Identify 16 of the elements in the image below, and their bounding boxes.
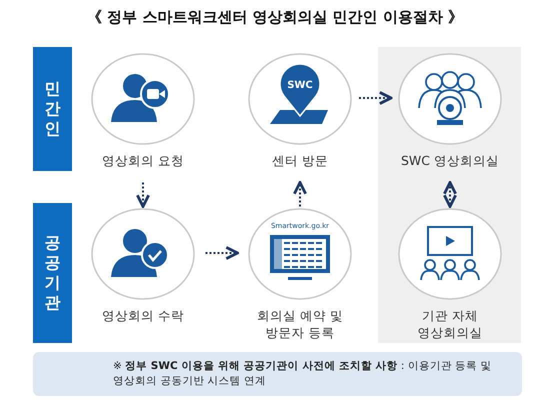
- node-caption: SWC 영상회의실: [400, 153, 500, 170]
- lane-label: 민간인: [33, 47, 72, 171]
- title: 《 정부 스마트워크센터 영상회의실 민간인 이용절차 》: [86, 8, 464, 27]
- pin-label: SWC: [287, 80, 313, 91]
- arrow: [293, 181, 307, 206]
- arrow: [443, 181, 457, 208]
- arrow: [206, 246, 239, 260]
- note-text: ※ 정부 SWC 이용을 위해 공공기관이 사전에 조치할 사항 : 이용기관 등록 및 영상회의 공동기반 시스템 연계: [113, 359, 492, 390]
- node-caption: 센터 방문: [271, 153, 329, 170]
- node-caption: 기관 자체 영상회의실: [416, 308, 484, 342]
- arrow: [136, 182, 150, 208]
- lane-label: 공공기관: [33, 203, 72, 343]
- arrow: [359, 91, 392, 105]
- node-caption: 영상회의 요청: [101, 153, 185, 170]
- node-caption: 영상회의 수락: [101, 308, 185, 325]
- node-caption: 회의실 예약 및 방문자 등록: [256, 308, 344, 342]
